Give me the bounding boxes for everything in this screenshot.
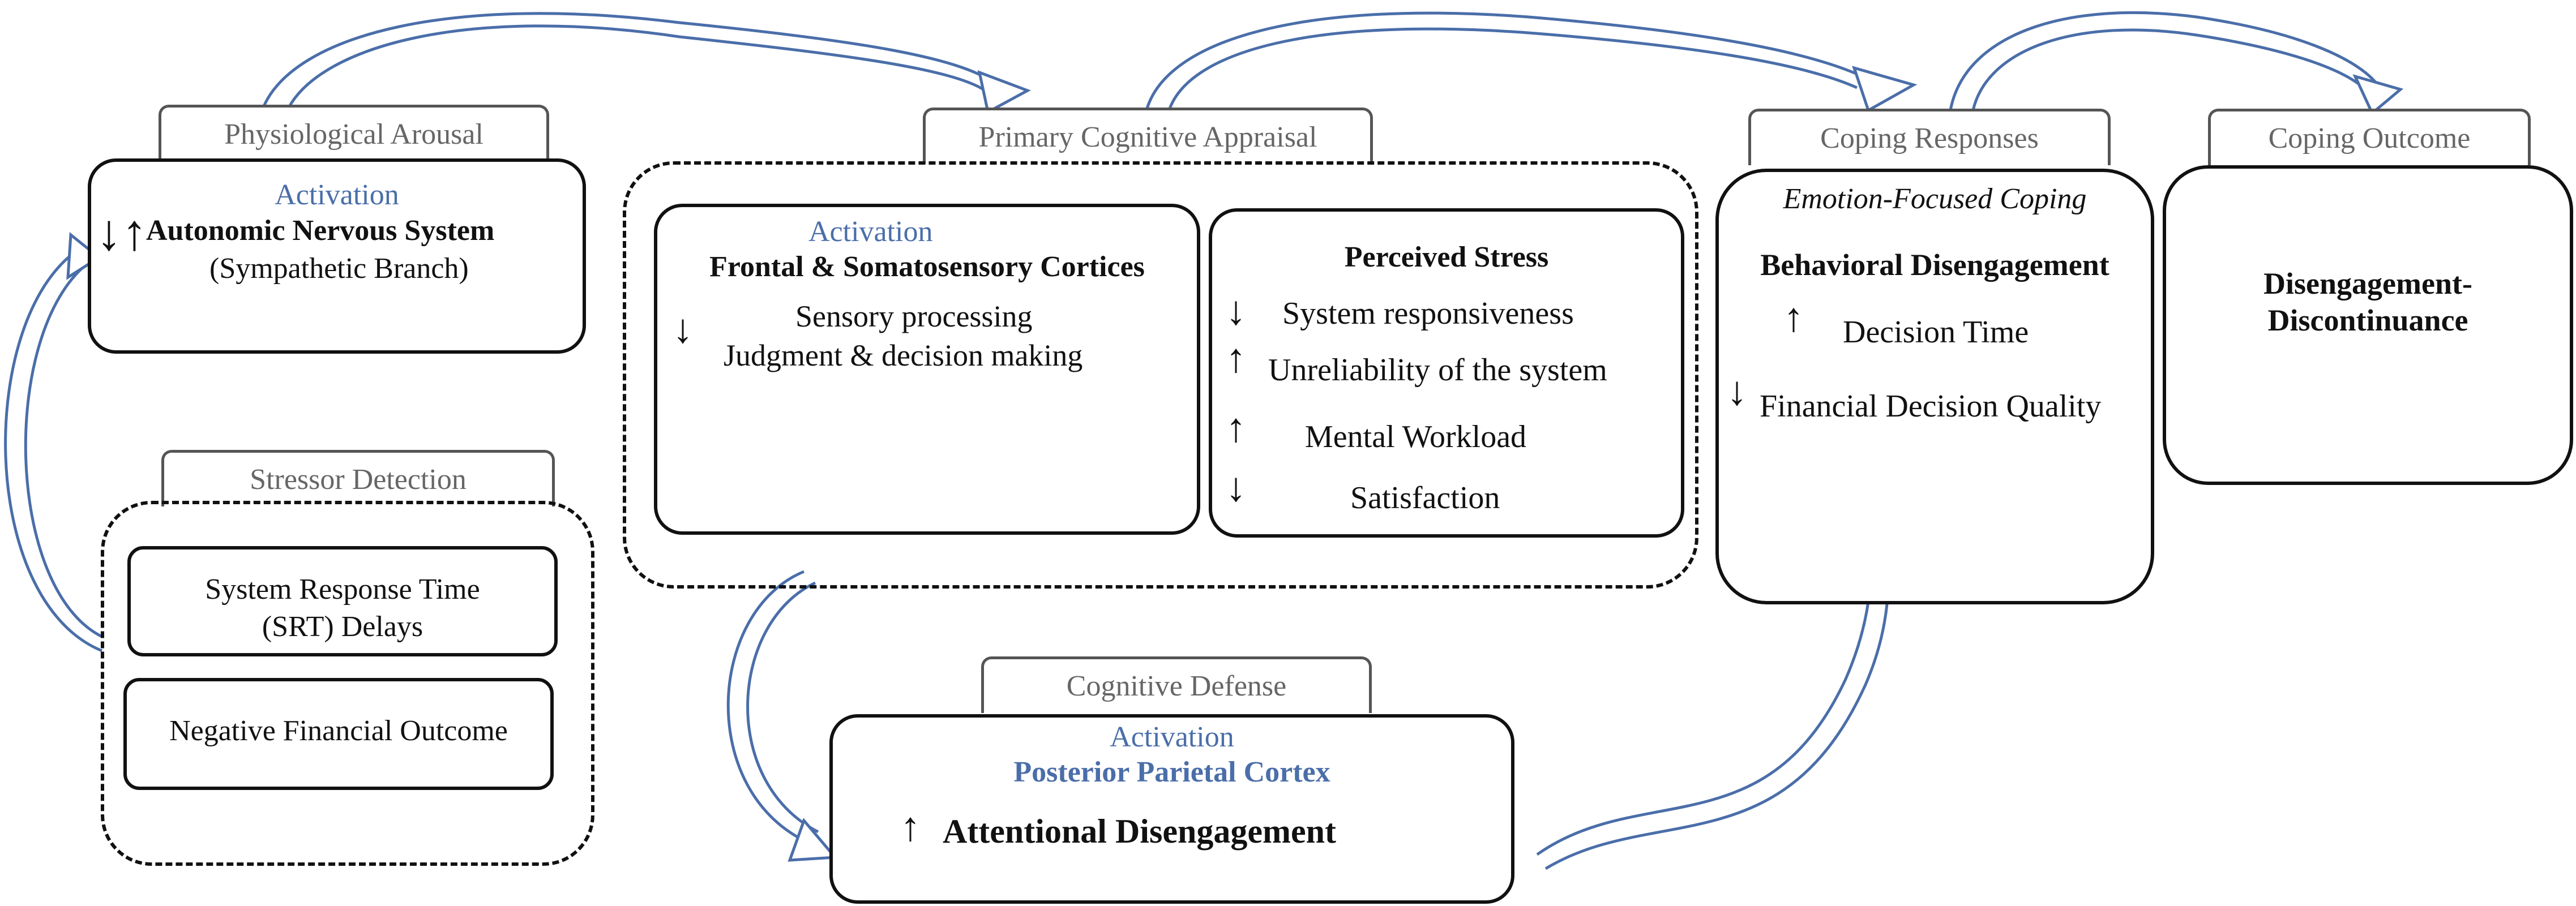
stressor-detection-container: [101, 501, 594, 866]
defense-up-arrow-icon: ↑: [900, 804, 921, 849]
stress-item-2-text: Unreliability of the system: [1268, 353, 1607, 388]
srt-delays-box: [127, 546, 558, 656]
stress-item-3-text: Mental Workload: [1305, 419, 1527, 454]
perceived-stress-box: [1209, 208, 1684, 538]
stress-item-2-arrow-icon: ↑: [1226, 336, 1246, 381]
coping-responses-box: [1715, 169, 2154, 604]
stressor-detection-tab: Stressor Detection: [161, 450, 555, 506]
stress-item-1-arrow-icon: ↓: [1226, 288, 1246, 333]
stress-item-1-text: System responsiveness: [1282, 296, 1574, 331]
cognitive-defense-tab: Cognitive Defense: [981, 656, 1372, 713]
arousal-activation-label: Activation: [275, 179, 399, 211]
coping-type-label: Emotion-Focused Coping: [1783, 183, 2087, 215]
coping-item-1-text: Decision Time: [1843, 315, 2029, 350]
arrow-appraisal-to-defense: [726, 570, 811, 845]
arrow-coping-to-outcome: [1949, 11, 2379, 111]
primary-appraisal-tab: Primary Cognitive Appraisal: [923, 108, 1373, 164]
arousal-subtitle: (Sympathetic Branch): [209, 252, 469, 285]
arousal-arrows-icon: ↓↑: [96, 205, 147, 261]
cognitive-defense-box: [829, 714, 1514, 904]
coping-title: Behavioral Disengagement: [1760, 248, 2109, 282]
coping-responses-tab: Coping Responses: [1748, 109, 2111, 165]
stress-item-4-text: Satisfaction: [1350, 480, 1500, 516]
coping-outcome-line1: Disengagement-: [2263, 267, 2472, 300]
physiological-arousal-box: [88, 158, 586, 354]
coping-outcome-line2: Discontinuance: [2267, 303, 2468, 337]
physiological-arousal-tab: Physiological Arousal: [159, 105, 549, 161]
cortices-down-arrow-icon: ↓: [673, 306, 693, 351]
arrow-appraisal-to-coping: [1145, 11, 1869, 111]
defense-activation-label: Activation: [1110, 721, 1234, 753]
stress-item-3-arrow-icon: ↑: [1226, 405, 1246, 450]
arrow-arousal-to-appraisal: [262, 12, 998, 108]
cortices-activation-label: Activation: [808, 216, 933, 248]
coping-outcome-box: [2163, 165, 2573, 485]
cortices-line2: Judgment & decision making: [724, 338, 1083, 372]
primary-appraisal-container: [623, 161, 1698, 589]
perceived-stress-title: Perceived Stress: [1344, 241, 1549, 273]
arrowhead-coping: [1852, 66, 1918, 113]
arousal-title: Autonomic Nervous System: [146, 214, 495, 247]
coping-item-2-text: Financial Decision Quality: [1760, 389, 2102, 424]
coping-outcome-tab: Coping Outcome: [2208, 109, 2531, 165]
arrowhead-appraisal: [977, 70, 1031, 114]
coping-item-2-arrow-icon: ↓: [1727, 368, 1747, 414]
financial-outcome-box: [123, 678, 554, 790]
cortices-line1: Sensory processing: [795, 299, 1033, 333]
defense-region: Posterior Parietal Cortex: [1013, 756, 1330, 788]
defense-text: Attentional Disengagement: [943, 813, 1336, 850]
cortices-title: Frontal & Somatosensory Cortices: [709, 251, 1145, 283]
srt-delays-line2: (SRT) Delays: [262, 611, 423, 643]
stress-item-4-arrow-icon: ↓: [1226, 465, 1246, 510]
coping-item-1-arrow-icon: ↑: [1783, 295, 1804, 340]
financial-outcome-text: Negative Financial Outcome: [169, 715, 508, 747]
srt-delays-line1: System Response Time: [205, 573, 480, 606]
cortices-box: [654, 204, 1200, 535]
arrowhead-outcome: [2352, 74, 2404, 116]
arrowhead-defense: [788, 818, 838, 862]
